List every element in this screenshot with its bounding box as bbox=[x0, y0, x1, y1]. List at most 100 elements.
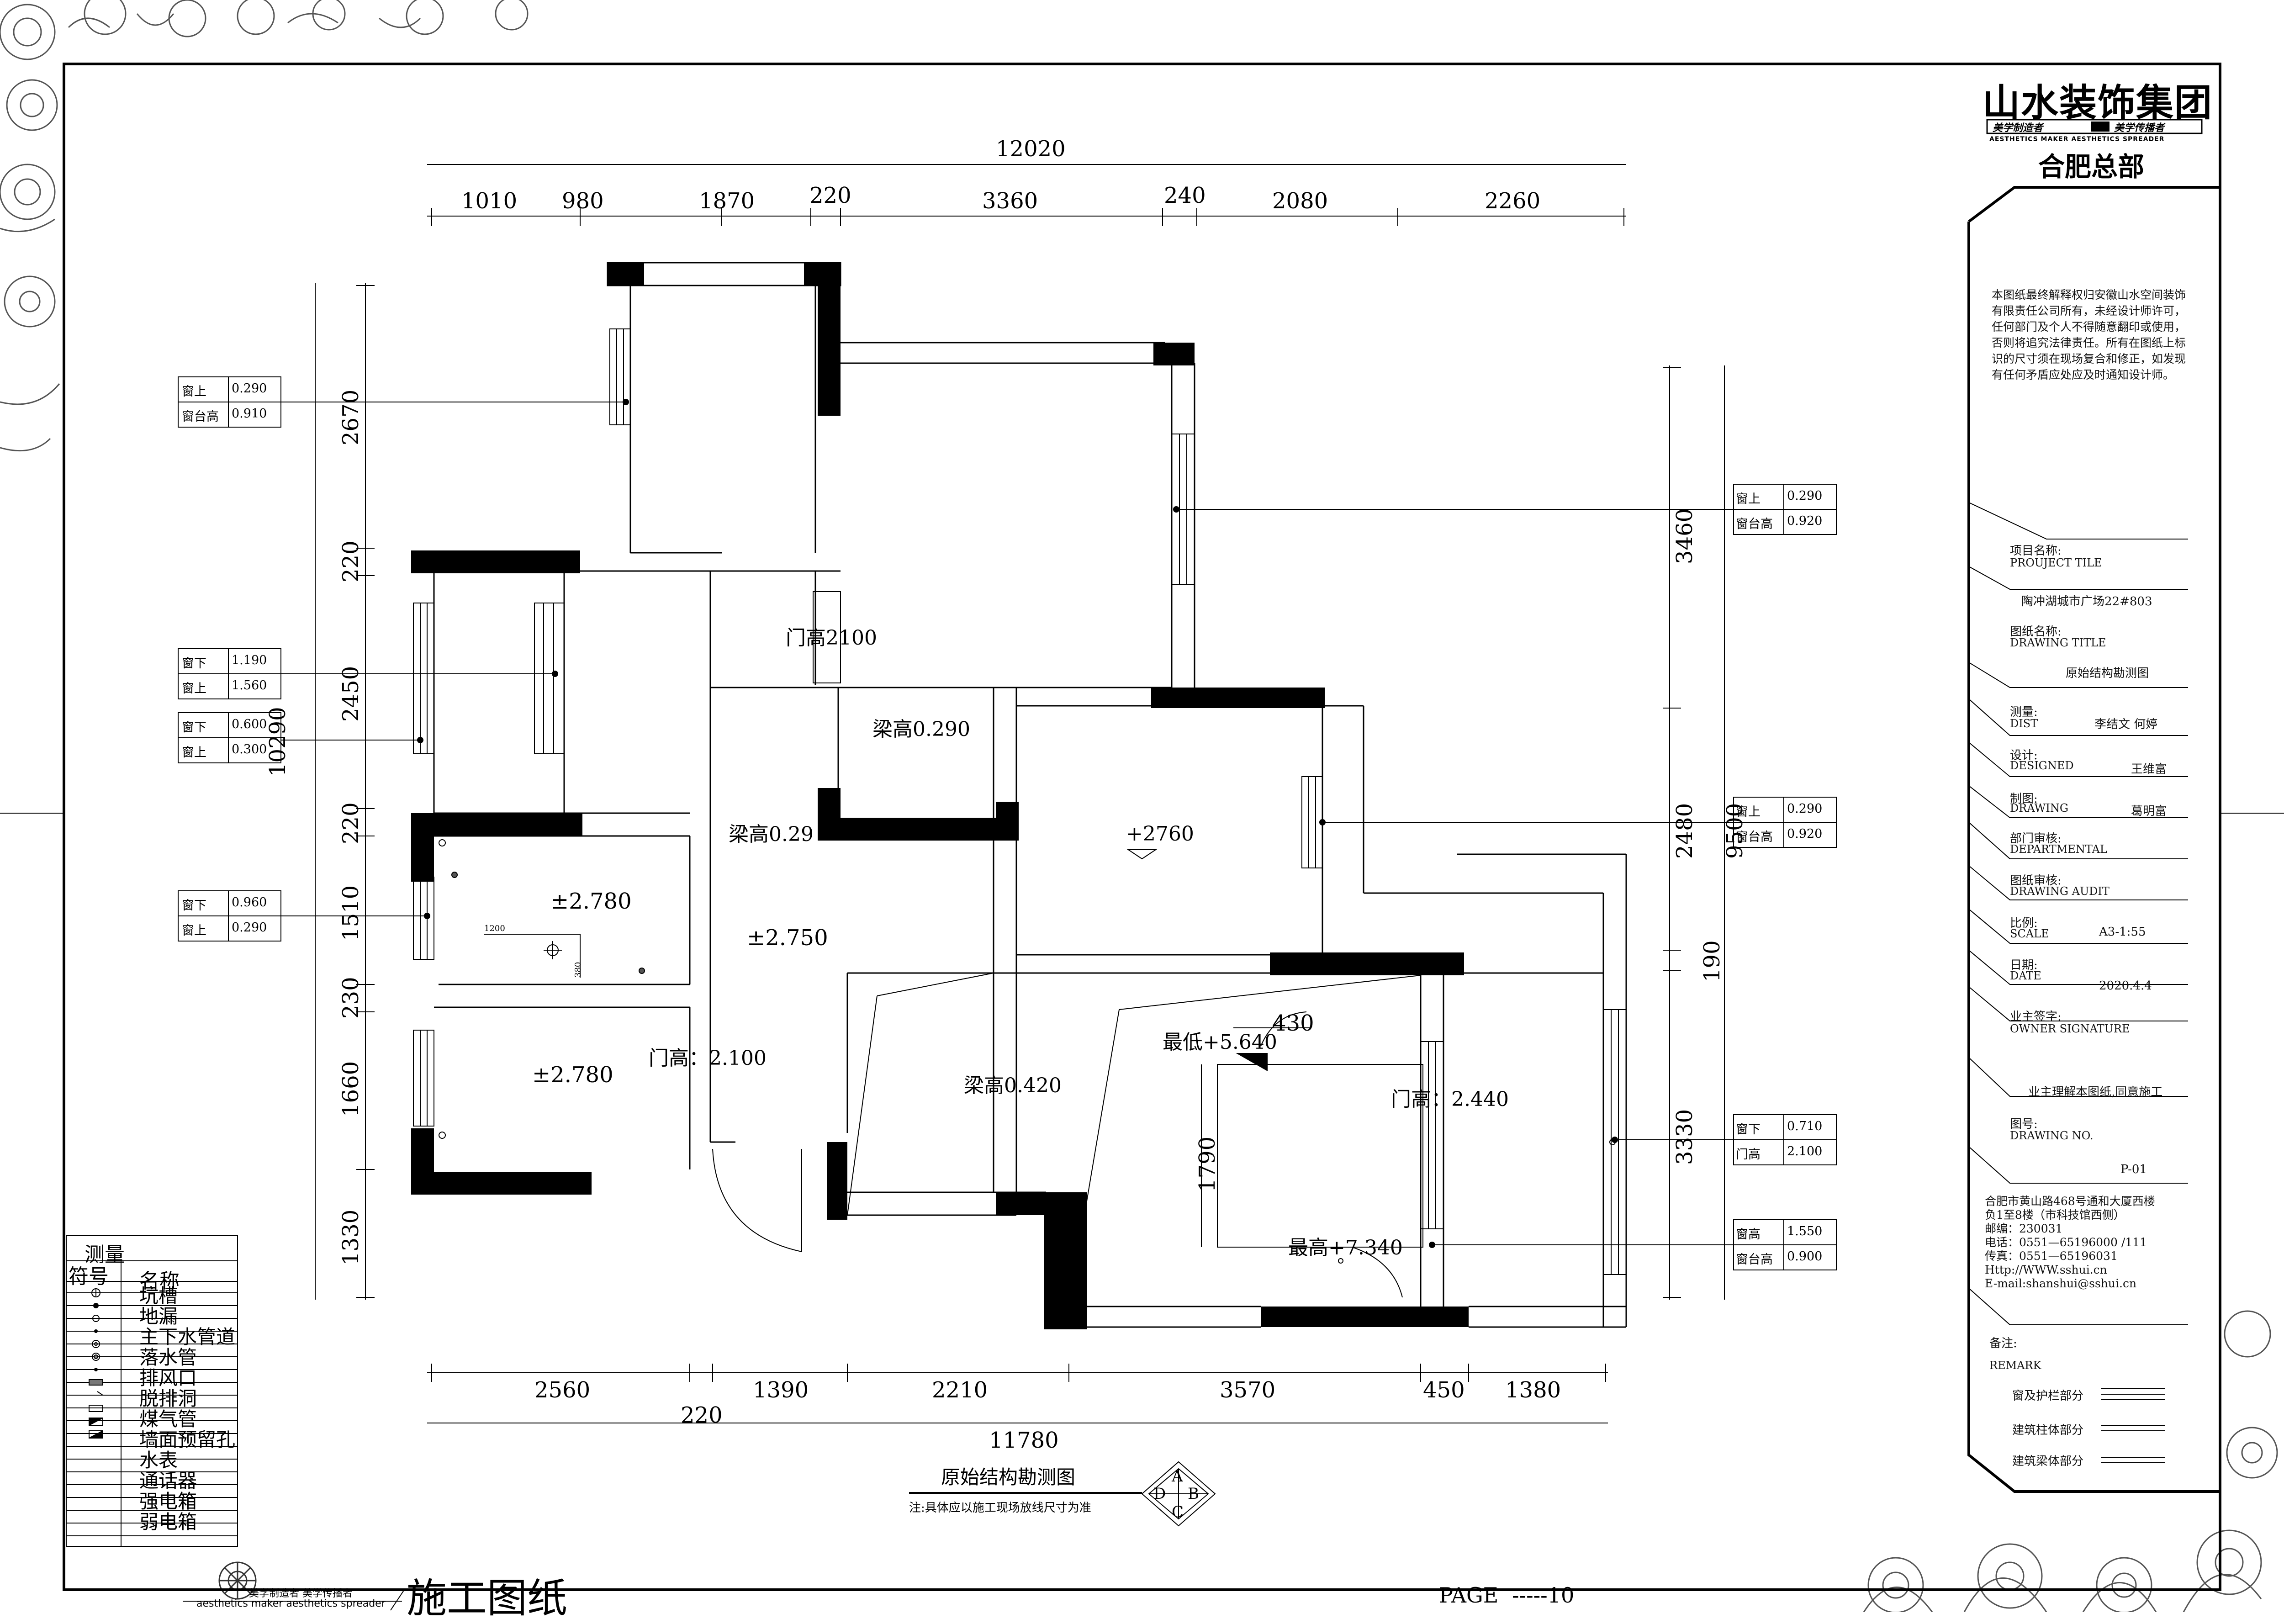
dim-inner-1200: 1200 bbox=[484, 924, 505, 933]
annotation-door-height: 门高：2.100 bbox=[649, 1047, 767, 1070]
legend-title: 测量 bbox=[85, 1243, 125, 1266]
beam-triangle-marker bbox=[1236, 1053, 1268, 1071]
walls-thin bbox=[413, 262, 1627, 1328]
dim-bottom-seg: 2560 bbox=[534, 1377, 591, 1403]
window-tag-key: 窗上 bbox=[182, 385, 206, 399]
dim-top-seg: 3360 bbox=[982, 188, 1038, 214]
date-value: 2020.4.4 bbox=[2099, 979, 2152, 993]
dept-label-en: DEPARTMENTAL bbox=[2010, 843, 2107, 856]
brand-branch: 合肥总部 bbox=[2038, 151, 2145, 182]
window-tag-key: 窗台高 bbox=[182, 410, 219, 424]
annotation-door-height: 门高：2.440 bbox=[1391, 1088, 1509, 1111]
drawing-title-label-en: DRAWING TITLE bbox=[2010, 636, 2106, 649]
address-block: 合肥市黄山路468号通和大厦西楼 负1至8楼（市科技馆西侧） 邮编：230031… bbox=[1985, 1195, 2155, 1291]
annotation-max-elevation: 最高+7.340 bbox=[1288, 1236, 1403, 1259]
page-value: -----10 bbox=[1512, 1583, 1575, 1608]
legend-col-symbol: 符号 bbox=[69, 1265, 109, 1288]
window-tag-key: 窗下 bbox=[1736, 1122, 1761, 1137]
project-label-en: PROUJECT TILE bbox=[2010, 556, 2102, 569]
audit-label: 图纸审核: bbox=[2010, 874, 2062, 888]
decorative-flowers-bottom-right bbox=[1863, 1310, 2278, 1612]
dim-bottom-seg: 1390 bbox=[753, 1377, 809, 1403]
annotation-min-elevation: 最低+5.640 bbox=[1163, 1031, 1277, 1054]
brand-company: 山水装饰集团 bbox=[1983, 81, 2213, 125]
dim-right-seg: 2480 bbox=[1672, 803, 1697, 859]
annotation-beam-height: 梁高0.290 bbox=[872, 718, 970, 741]
annotation-door-height: 门高2100 bbox=[786, 626, 877, 650]
brand-slogan-en: AESTHETICS MAKER AESTHETICS SPREADER bbox=[1989, 136, 2165, 143]
window-tag-value: 0.600 bbox=[232, 717, 267, 731]
address-line: 传真：0551—65196031 bbox=[1985, 1249, 2118, 1263]
dim-top-seg: 240 bbox=[1164, 183, 1206, 208]
window-tag-key: 窗上 bbox=[182, 746, 206, 760]
dim-left-seg: 2670 bbox=[338, 389, 364, 445]
annotation-elevation: ±2.780 bbox=[550, 889, 632, 914]
drawing-caption-title: 原始结构勘测图 bbox=[941, 1466, 1076, 1488]
window-tag-key: 窗上 bbox=[1736, 805, 1761, 819]
date-label: 日期: bbox=[2010, 958, 2038, 972]
legend-symbols bbox=[89, 1288, 105, 1439]
dim-top-seg: 980 bbox=[562, 188, 604, 214]
window-tag-value: 0.920 bbox=[1787, 514, 1823, 528]
remark-item: 建筑梁体部分 bbox=[2012, 1455, 2084, 1468]
elevation-triangle bbox=[1126, 849, 1158, 860]
compass-label-d: D bbox=[1153, 1485, 1166, 1503]
dim-top-seg: 1010 bbox=[461, 188, 518, 214]
window-tag-key: 门高 bbox=[1736, 1148, 1761, 1162]
drawing-by-label: 制图: bbox=[2010, 792, 2038, 806]
dim-bottom-total: 11780 bbox=[989, 1428, 1059, 1453]
window-tag-key: 窗下 bbox=[182, 656, 206, 671]
window-tag-key: 窗高 bbox=[1736, 1227, 1761, 1242]
dim-top-seg: 2080 bbox=[1272, 188, 1328, 214]
footer-logo-text-en: aesthetics maker aesthetics spreader bbox=[196, 1598, 386, 1609]
compass-label-a: A bbox=[1172, 1467, 1183, 1486]
fixture-symbols bbox=[439, 839, 1616, 1264]
dim-bottom-extra: 220 bbox=[681, 1402, 723, 1428]
footer-label: 施工图纸 bbox=[407, 1575, 568, 1622]
dim-bottom-seg: 3570 bbox=[1220, 1377, 1276, 1403]
drawing-caption-note: 注:具体应以施工现场放线尺寸为准 bbox=[909, 1501, 1091, 1515]
dim-left-seg: 1330 bbox=[338, 1209, 364, 1265]
window-tag-boxes bbox=[178, 376, 1837, 1270]
legend-item: 煤气管 bbox=[139, 1408, 197, 1430]
annotation-elevation: ±2.780 bbox=[532, 1062, 613, 1088]
window-tag-value: 0.290 bbox=[1787, 489, 1823, 503]
legend-item: 水表 bbox=[139, 1449, 178, 1471]
annotation-elevation: +2760 bbox=[1126, 822, 1194, 846]
footer-logo-flower bbox=[218, 1561, 257, 1600]
dim-left-seg: 230 bbox=[338, 977, 364, 1019]
dim-top-total: 12020 bbox=[996, 136, 1066, 162]
dist-value: 李结文 何婷 bbox=[2094, 718, 2158, 731]
window-tag-value: 0.300 bbox=[232, 742, 267, 756]
window-tag-key: 窗上 bbox=[1736, 492, 1761, 506]
title-block-frame bbox=[1967, 186, 2220, 1493]
leader-lines bbox=[281, 402, 1734, 1245]
dim-right-seg: 190 bbox=[1699, 940, 1725, 982]
legend-item: 地漏 bbox=[139, 1305, 178, 1328]
drawing-no-label-en: DRAWING NO. bbox=[2010, 1129, 2094, 1142]
designed-label-en: DESIGNED bbox=[2010, 759, 2074, 772]
dim-inner-380: 380 bbox=[573, 962, 583, 978]
dim-top-seg: 220 bbox=[809, 183, 851, 208]
window-tag-value: 0.920 bbox=[1787, 827, 1823, 841]
dim-bottom-seg: 450 bbox=[1423, 1377, 1465, 1403]
remark-swatches bbox=[2101, 1388, 2165, 1463]
legend-item: 排风口 bbox=[139, 1367, 197, 1389]
address-line: 负1至8楼（市科技馆西侧） bbox=[1985, 1208, 2125, 1222]
drawing-title-value: 原始结构勘测图 bbox=[2066, 667, 2149, 680]
legend-item: 墙面预留孔 bbox=[139, 1428, 236, 1451]
scale-label-en: SCALE bbox=[2010, 927, 2049, 940]
window-tag-key: 窗下 bbox=[182, 720, 206, 735]
window-tag-key: 窗上 bbox=[182, 924, 206, 938]
annotation-beam-height: 梁高0.29 bbox=[729, 823, 814, 846]
dist-label: 测量: bbox=[2010, 705, 2038, 719]
window-tag-value: 1.560 bbox=[232, 678, 267, 693]
drawing-by-value: 葛明富 bbox=[2131, 804, 2167, 818]
annotation-elevation: ±2.750 bbox=[747, 925, 828, 951]
annotation-beam-height: 梁高0.420 bbox=[964, 1074, 1062, 1097]
windows bbox=[413, 328, 1627, 1275]
compass-label-b: B bbox=[1188, 1485, 1199, 1503]
dim-bottom-seg: 2210 bbox=[932, 1377, 988, 1403]
decorative-flowers-top-left bbox=[0, 0, 529, 452]
